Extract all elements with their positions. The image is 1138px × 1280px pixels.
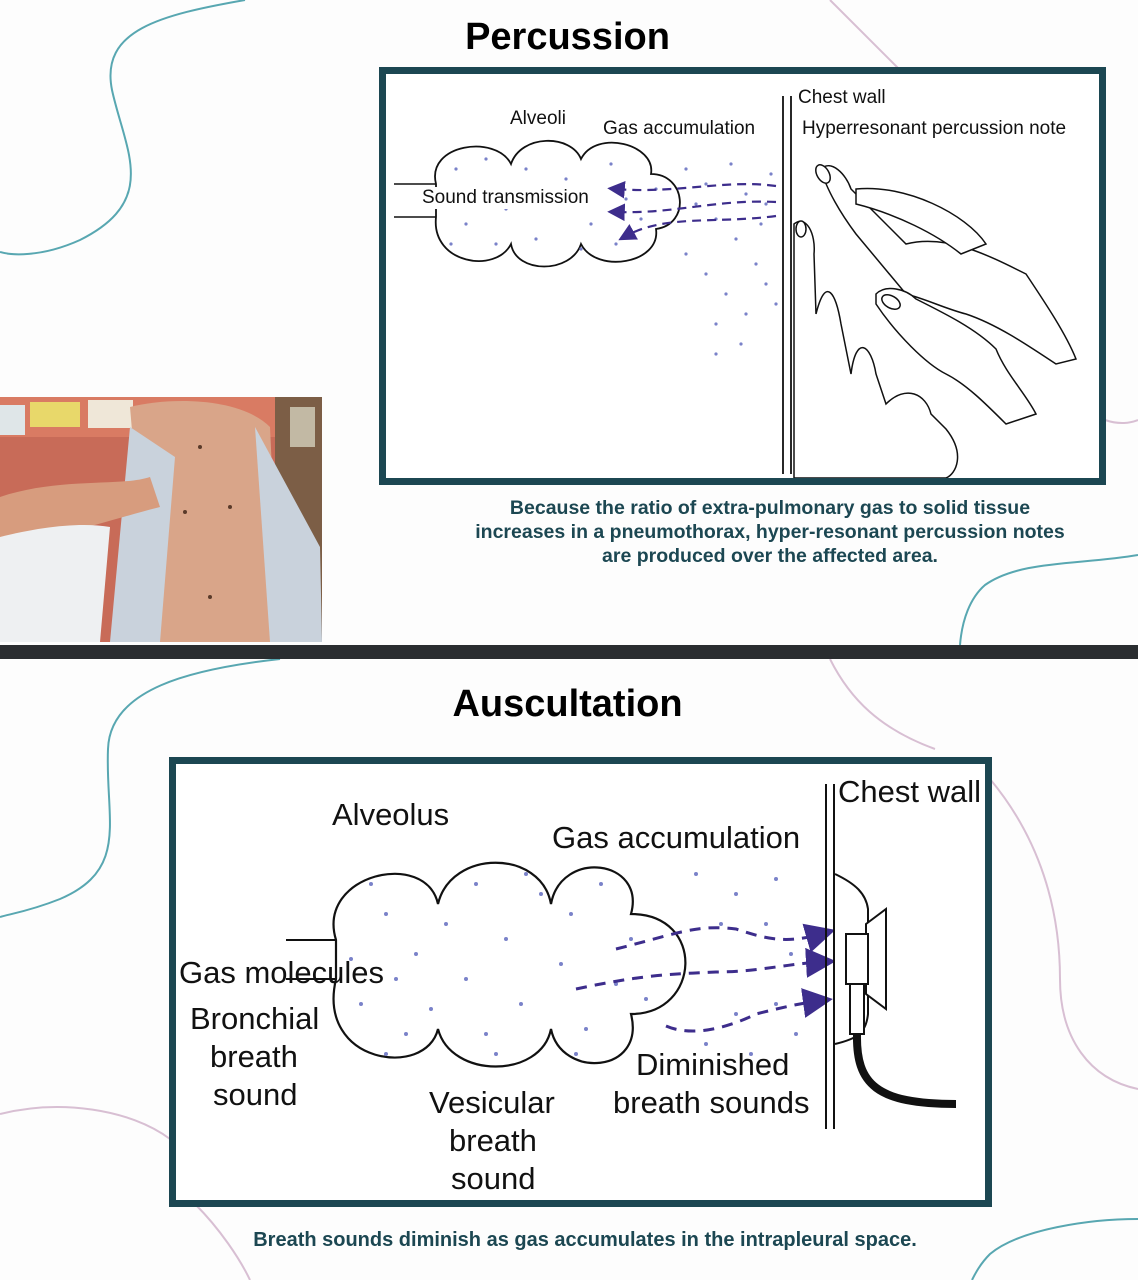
percussion-slide: Percussion: [0, 0, 1138, 645]
auscultation-title: Auscultation: [452, 683, 683, 725]
auscultation-caption: Breath sounds diminish as gas accumulate…: [253, 1229, 917, 1251]
auscultation-slide: Auscultation: [0, 659, 1138, 1280]
label-chest-wall: Chest wall: [798, 87, 886, 108]
label-chest-wall-bottom: Chest wall: [838, 774, 981, 809]
label-gas-accumulation: Gas accumulation: [603, 118, 756, 139]
label-diminished-1: Diminished: [636, 1047, 790, 1082]
percussing-hands-icon: [793, 164, 1078, 478]
auscultation-illustration: [286, 784, 957, 1129]
label-vesicular-2: breath: [449, 1123, 537, 1158]
percussion-title: Percussion: [465, 16, 670, 58]
percussion-photo: [0, 397, 322, 642]
stethoscope-icon: [834, 873, 957, 1108]
label-gas-accumulation-bottom: Gas accumulation: [552, 820, 801, 855]
decorative-curves-bottom: [0, 659, 1138, 1280]
decorative-curves: [0, 0, 1138, 645]
slide-divider: [0, 645, 1138, 659]
label-gas-molecules: Gas molecules: [179, 955, 385, 990]
label-alveolus: Alveolus: [332, 797, 450, 832]
label-vesicular-1: Vesicular: [429, 1085, 555, 1120]
alveolus-cluster: [332, 861, 687, 1068]
label-sound-transmission: Sound transmission: [422, 187, 589, 209]
label-vesicular-3: sound: [451, 1161, 536, 1196]
label-hyperresonant: Hyperresonant percussion note: [802, 118, 1067, 139]
label-bronchial-1: Bronchial: [190, 1001, 320, 1036]
auscultation-diagram: Alveolus Gas accumulation Chest wall Gas…: [169, 757, 992, 1207]
label-bronchial-3: sound: [213, 1077, 298, 1112]
label-diminished-2: breath sounds: [613, 1085, 810, 1120]
percussion-diagram: Alveoli Gas accumulation Chest wall Hype…: [379, 67, 1106, 485]
patient-back-photo: [0, 397, 322, 642]
percussion-caption: Because the ratio of extra-pulmonary gas…: [475, 497, 1065, 567]
label-bronchial-2: breath: [210, 1039, 298, 1074]
label-alveoli: Alveoli: [510, 108, 566, 129]
